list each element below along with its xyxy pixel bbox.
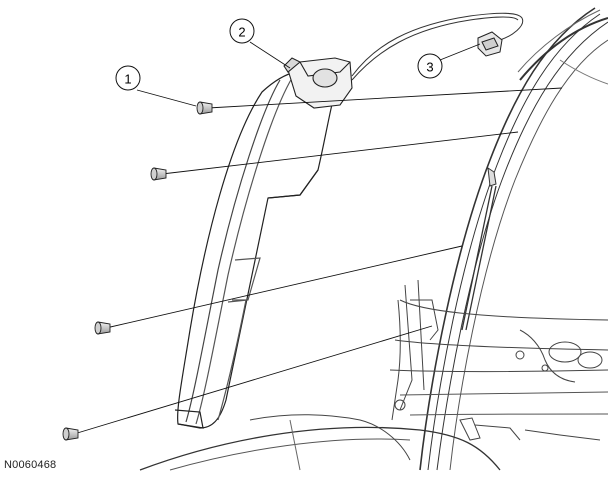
callout-2: 2 [229,18,291,69]
push-pin-fastener [150,167,167,181]
body-opening [139,7,608,471]
figure-id: N0060468 [4,459,57,471]
callout-2-label: 2 [238,25,245,40]
fastener-lines [73,87,563,435]
push-pin-fastener [94,321,111,335]
pillar-trim-panel [174,69,336,429]
push-pin-fastener [196,101,213,115]
callout-3-label: 3 [426,60,433,75]
callout-1: 1 [115,65,197,107]
callout-1-label: 1 [124,72,131,87]
wiring-harness [351,12,524,81]
upper-trim-assembly [283,57,353,109]
electrical-connector [477,31,503,57]
push-pin-fastener [62,427,79,441]
callout-3: 3 [417,43,481,79]
